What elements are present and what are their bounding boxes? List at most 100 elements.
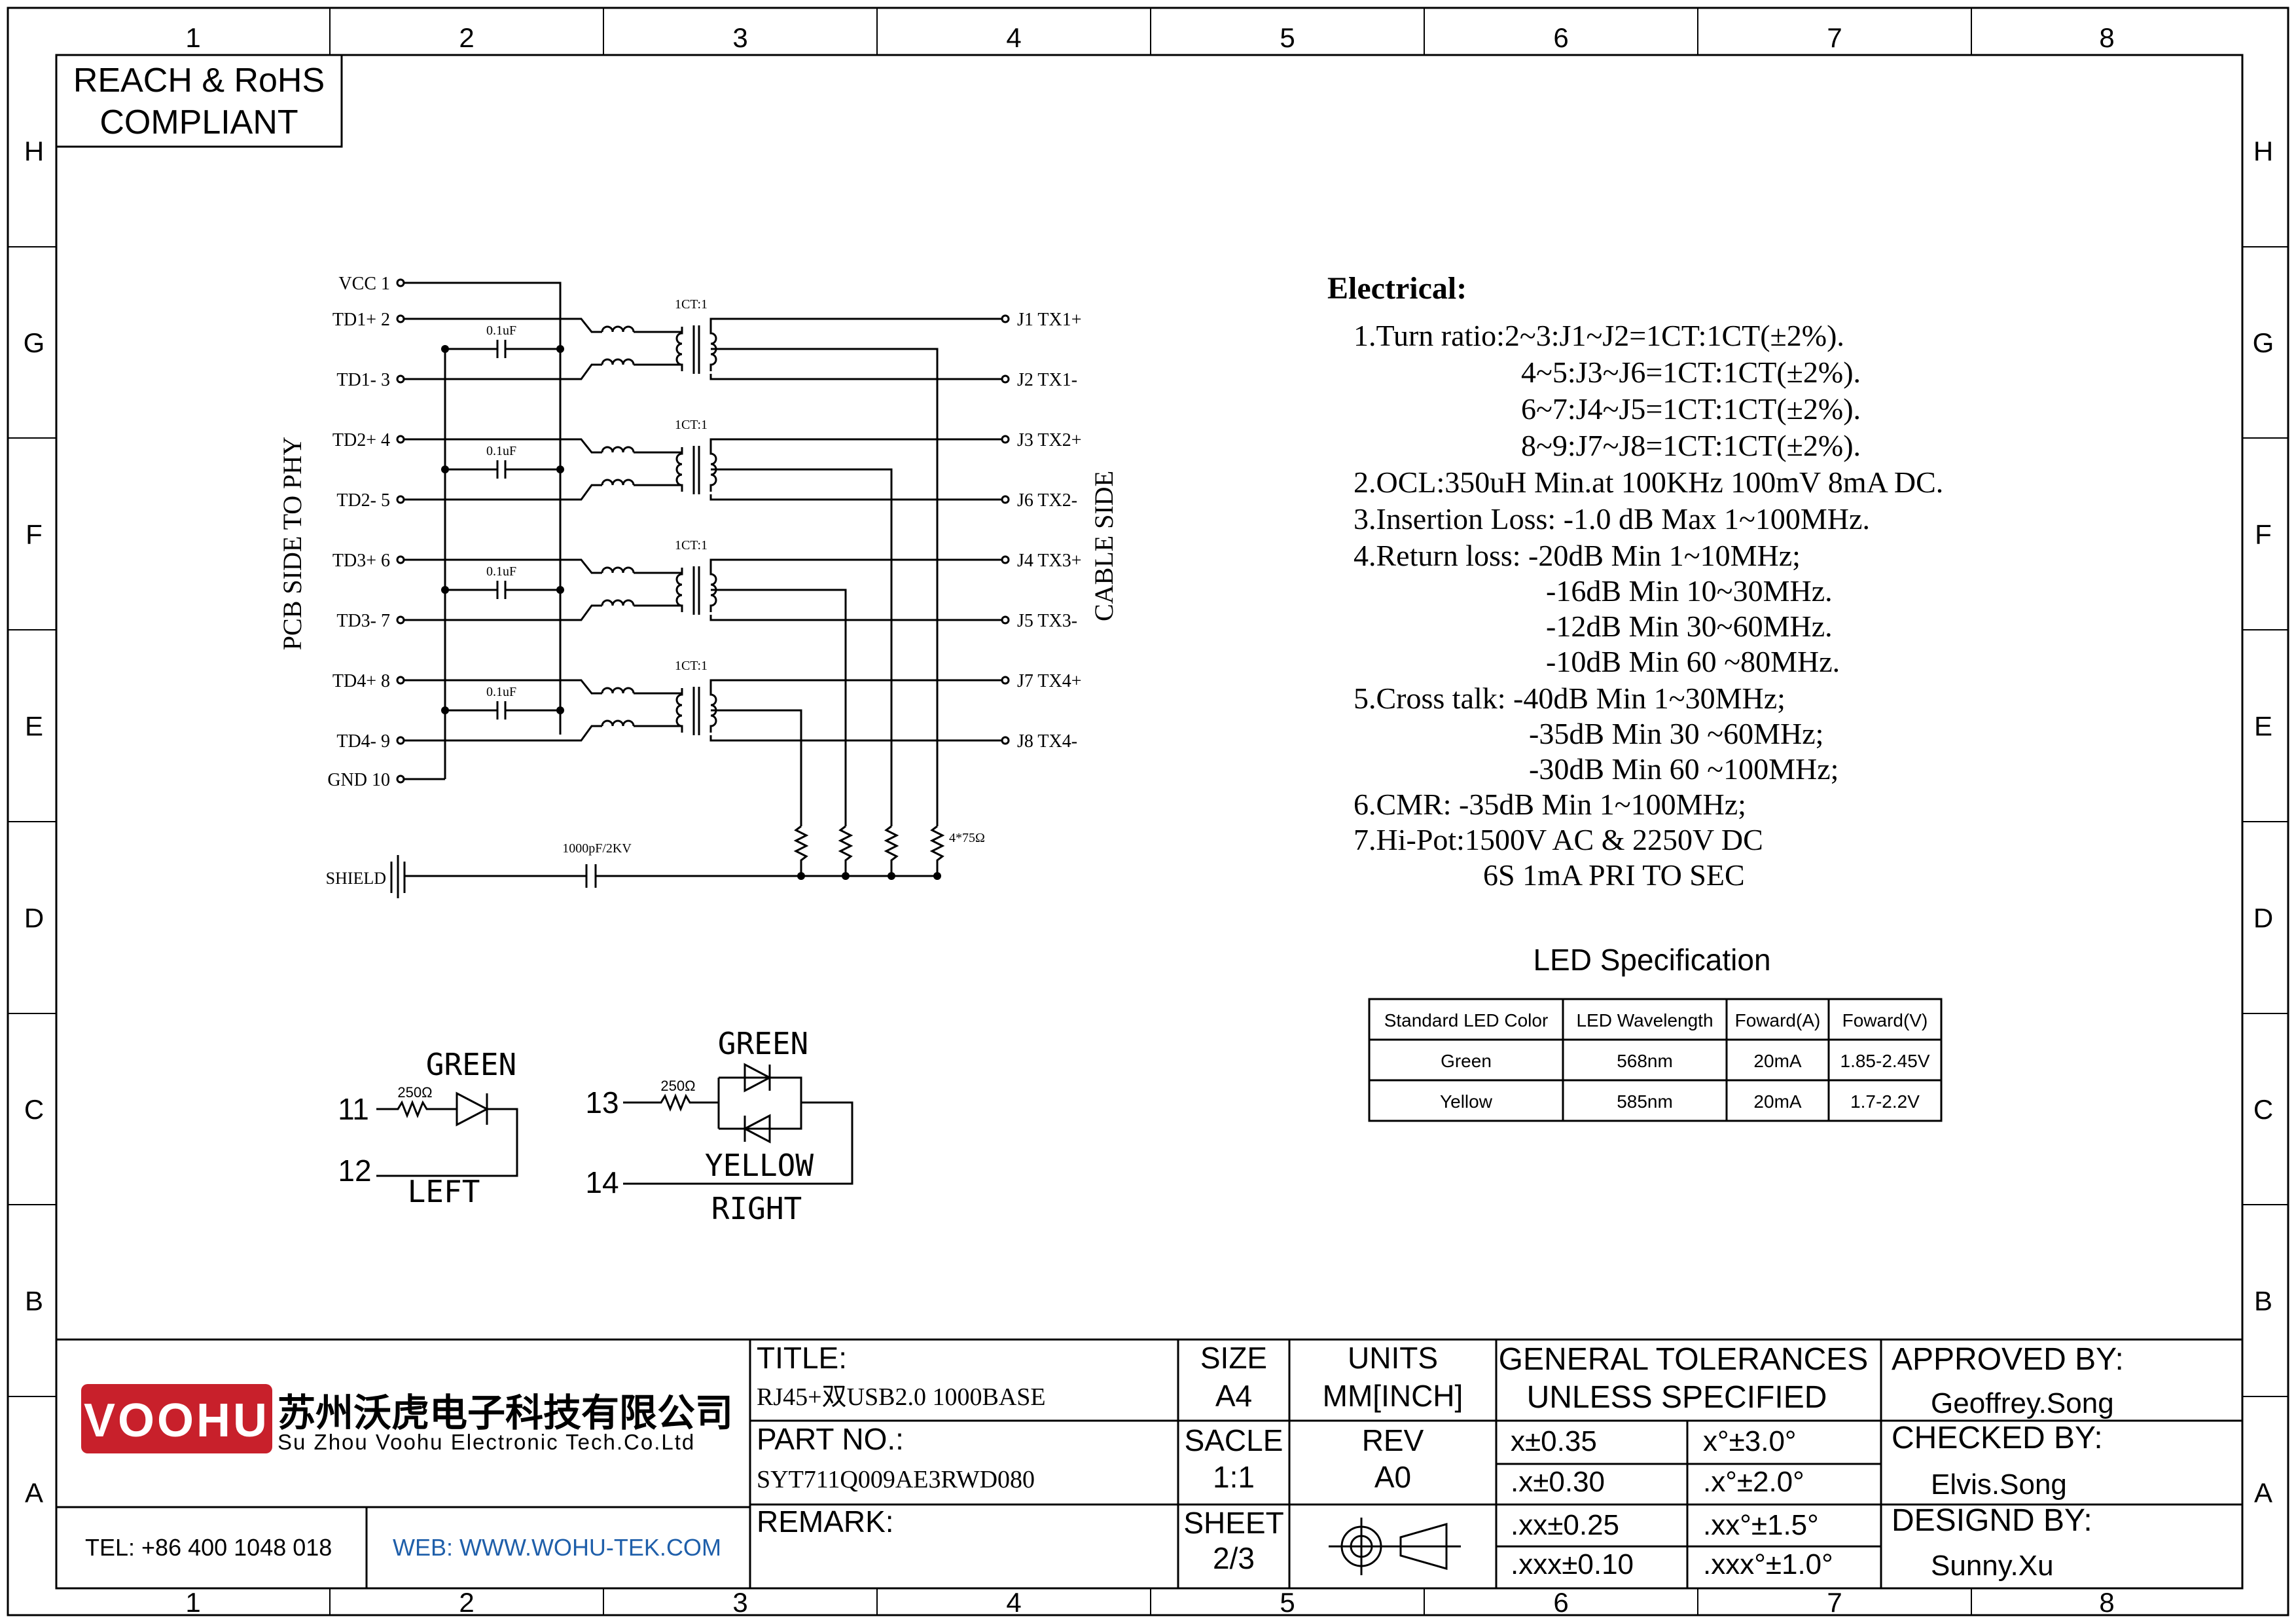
resistor-label: 4*75Ω	[949, 831, 985, 845]
electrical-line: 6S 1mA PRI TO SEC	[1483, 858, 1745, 892]
led-table-cell: 585nm	[1617, 1091, 1673, 1112]
electrical-line: 5.Cross talk: -40dB Min 1~30MHz;	[1354, 682, 1785, 715]
electrical-line: 3.Insertion Loss: -1.0 dB Max 1~100MHz.	[1354, 502, 1870, 536]
led-spec-title: LED Specification	[1533, 943, 1770, 977]
company-name-cn: 苏州沃虎电子科技有限公司	[278, 1392, 733, 1434]
zone-column-label: 5	[1280, 22, 1295, 53]
led-table-header: LED Wavelength	[1576, 1010, 1713, 1030]
designed-value: Sunny.Xu	[1931, 1550, 2054, 1582]
zone-column-label: 6	[1553, 22, 1568, 53]
zone-row-label: H	[24, 136, 44, 167]
zone-ticks	[8, 8, 2288, 1615]
title-value: RJ45+双USB2.0 1000BASE	[757, 1383, 1046, 1411]
electrical-line: 4.Return loss: -20dB Min 1~10MHz;	[1354, 539, 1801, 572]
right-pin-label: J5 TX3-	[1017, 611, 1077, 631]
company-name-en: Su Zhou Voohu Electronic Tech.Co.Ltd	[278, 1430, 695, 1454]
electrical-spec-lines: 1.Turn ratio:2~3:J1~J2=1CT:1CT(±2%).4~5:…	[1354, 319, 1943, 892]
sheet-label: SHEET	[1183, 1506, 1283, 1540]
zone-row-label: A	[25, 1478, 43, 1508]
electrical-line: 6.CMR: -35dB Min 1~100MHz;	[1354, 788, 1746, 821]
electrical-line: -16dB Min 10~30MHz.	[1546, 574, 1833, 608]
led-table-cell: 1.85-2.45V	[1840, 1051, 1930, 1071]
shield-label: SHIELD	[326, 869, 386, 888]
tolerance-linear: .xxx±0.10	[1511, 1548, 1634, 1580]
left-pin-label: TD4- 9	[336, 731, 390, 752]
left-pin-label: TD2+ 4	[332, 430, 390, 450]
electrical-line: 4~5:J3~J6=1CT:1CT(±2%).	[1521, 356, 1861, 389]
left-pin-label: TD3+ 6	[332, 551, 390, 571]
voohu-logo: VOOHU	[81, 1384, 272, 1453]
sheet-value: 2/3	[1213, 1541, 1255, 1575]
led-right-circuit	[623, 1063, 853, 1185]
zone-column-label: 7	[1827, 1587, 1842, 1618]
compliance-line1: REACH & RoHS	[73, 62, 325, 100]
led-table-cell: 1.7-2.2V	[1850, 1091, 1920, 1112]
led-table-cell: Yellow	[1440, 1091, 1493, 1112]
electrical-line: 6~7:J4~J5=1CT:1CT(±2%).	[1521, 392, 1861, 426]
zone-row-label: D	[2253, 903, 2273, 934]
zone-row-label: A	[2254, 1478, 2272, 1508]
led-left-side: LEFT	[408, 1174, 480, 1209]
led-table-cell: Green	[1441, 1051, 1492, 1071]
zone-row-label: E	[25, 711, 43, 742]
right-pin-label: J8 TX4-	[1017, 731, 1077, 752]
checked-value: Elvis.Song	[1931, 1468, 2067, 1501]
led-table-cell: 20mA	[1753, 1091, 1801, 1112]
right-pin-label: J3 TX2+	[1017, 430, 1082, 450]
left-pin-label: TD3- 7	[336, 611, 390, 631]
part-label: PART NO.:	[757, 1422, 904, 1456]
cap-label: 0.1uF	[486, 323, 516, 338]
zone-row-label: E	[2254, 711, 2272, 742]
zone-row-label: H	[2253, 136, 2273, 167]
tolerance-angular: .xx°±1.5°	[1703, 1509, 1819, 1541]
led-left-circuit	[376, 1091, 518, 1177]
led-table-header: Foward(V)	[1842, 1010, 1928, 1030]
electrical-line: 8~9:J7~J8=1CT:1CT(±2%).	[1521, 429, 1861, 462]
left-pin-label: TD2- 5	[336, 490, 390, 511]
electrical-line: -35dB Min 30 ~60MHz;	[1529, 717, 1823, 750]
projection-symbol	[1329, 1518, 1461, 1575]
size-label: SIZE	[1200, 1341, 1267, 1375]
compliance-box	[55, 54, 343, 148]
ratio-label: 1CT:1	[675, 418, 708, 432]
approved-value: Geoffrey.Song	[1931, 1387, 2114, 1419]
tolerance-linear: .x±0.30	[1511, 1466, 1605, 1498]
right-pin-label: J6 TX2-	[1017, 490, 1077, 511]
zone-row-label: F	[2255, 519, 2272, 550]
led-table-header: Foward(A)	[1735, 1010, 1821, 1030]
right-pin-label: J2 TX1-	[1017, 370, 1077, 390]
tolerance-angular: .xxx°±1.0°	[1703, 1548, 1833, 1580]
zone-row-label: F	[26, 519, 43, 550]
left-pin-label: TD4+ 8	[332, 671, 390, 691]
electrical-line: -30dB Min 60 ~100MHz;	[1529, 752, 1839, 786]
led-left-color: GREEN	[426, 1047, 516, 1082]
electrical-line: -10dB Min 60 ~80MHz.	[1546, 645, 1840, 678]
left-pin-label: GND 10	[327, 770, 390, 790]
compliance-line2: COMPLIANT	[99, 103, 298, 141]
zone-column-label: 2	[459, 22, 474, 53]
zone-column-label: 4	[1006, 22, 1021, 53]
pcb-side-label: PCB SIDE TO PHY	[278, 437, 307, 650]
designed-label: DESIGND BY:	[1892, 1503, 2092, 1538]
zone-row-label: D	[24, 903, 44, 934]
zone-row-label: G	[2253, 327, 2274, 358]
tolerance-angular: x°±3.0°	[1703, 1425, 1797, 1457]
rev-label: REV	[1362, 1423, 1424, 1457]
zone-column-label: 5	[1280, 1587, 1295, 1618]
title-label: TITLE:	[757, 1341, 847, 1375]
left-pin-label: TD1+ 2	[332, 310, 390, 330]
web-text: WEB: WWW.WOHU-TEK.COM	[393, 1534, 721, 1561]
led-right-color-top: GREEN	[718, 1026, 808, 1061]
right-pin-label: J1 TX1+	[1017, 310, 1082, 330]
electrical-line: 7.Hi-Pot:1500V AC & 2250V DC	[1354, 823, 1763, 856]
zone-column-label: 1	[185, 22, 200, 53]
zone-column-label: 4	[1006, 1587, 1021, 1618]
tolerance-title-1: GENERAL TOLERANCES	[1499, 1342, 1869, 1377]
shield-cap-label: 1000pF/2KV	[562, 841, 632, 856]
checked-label: CHECKED BY:	[1892, 1421, 2103, 1455]
rev-value: A0	[1374, 1460, 1411, 1494]
